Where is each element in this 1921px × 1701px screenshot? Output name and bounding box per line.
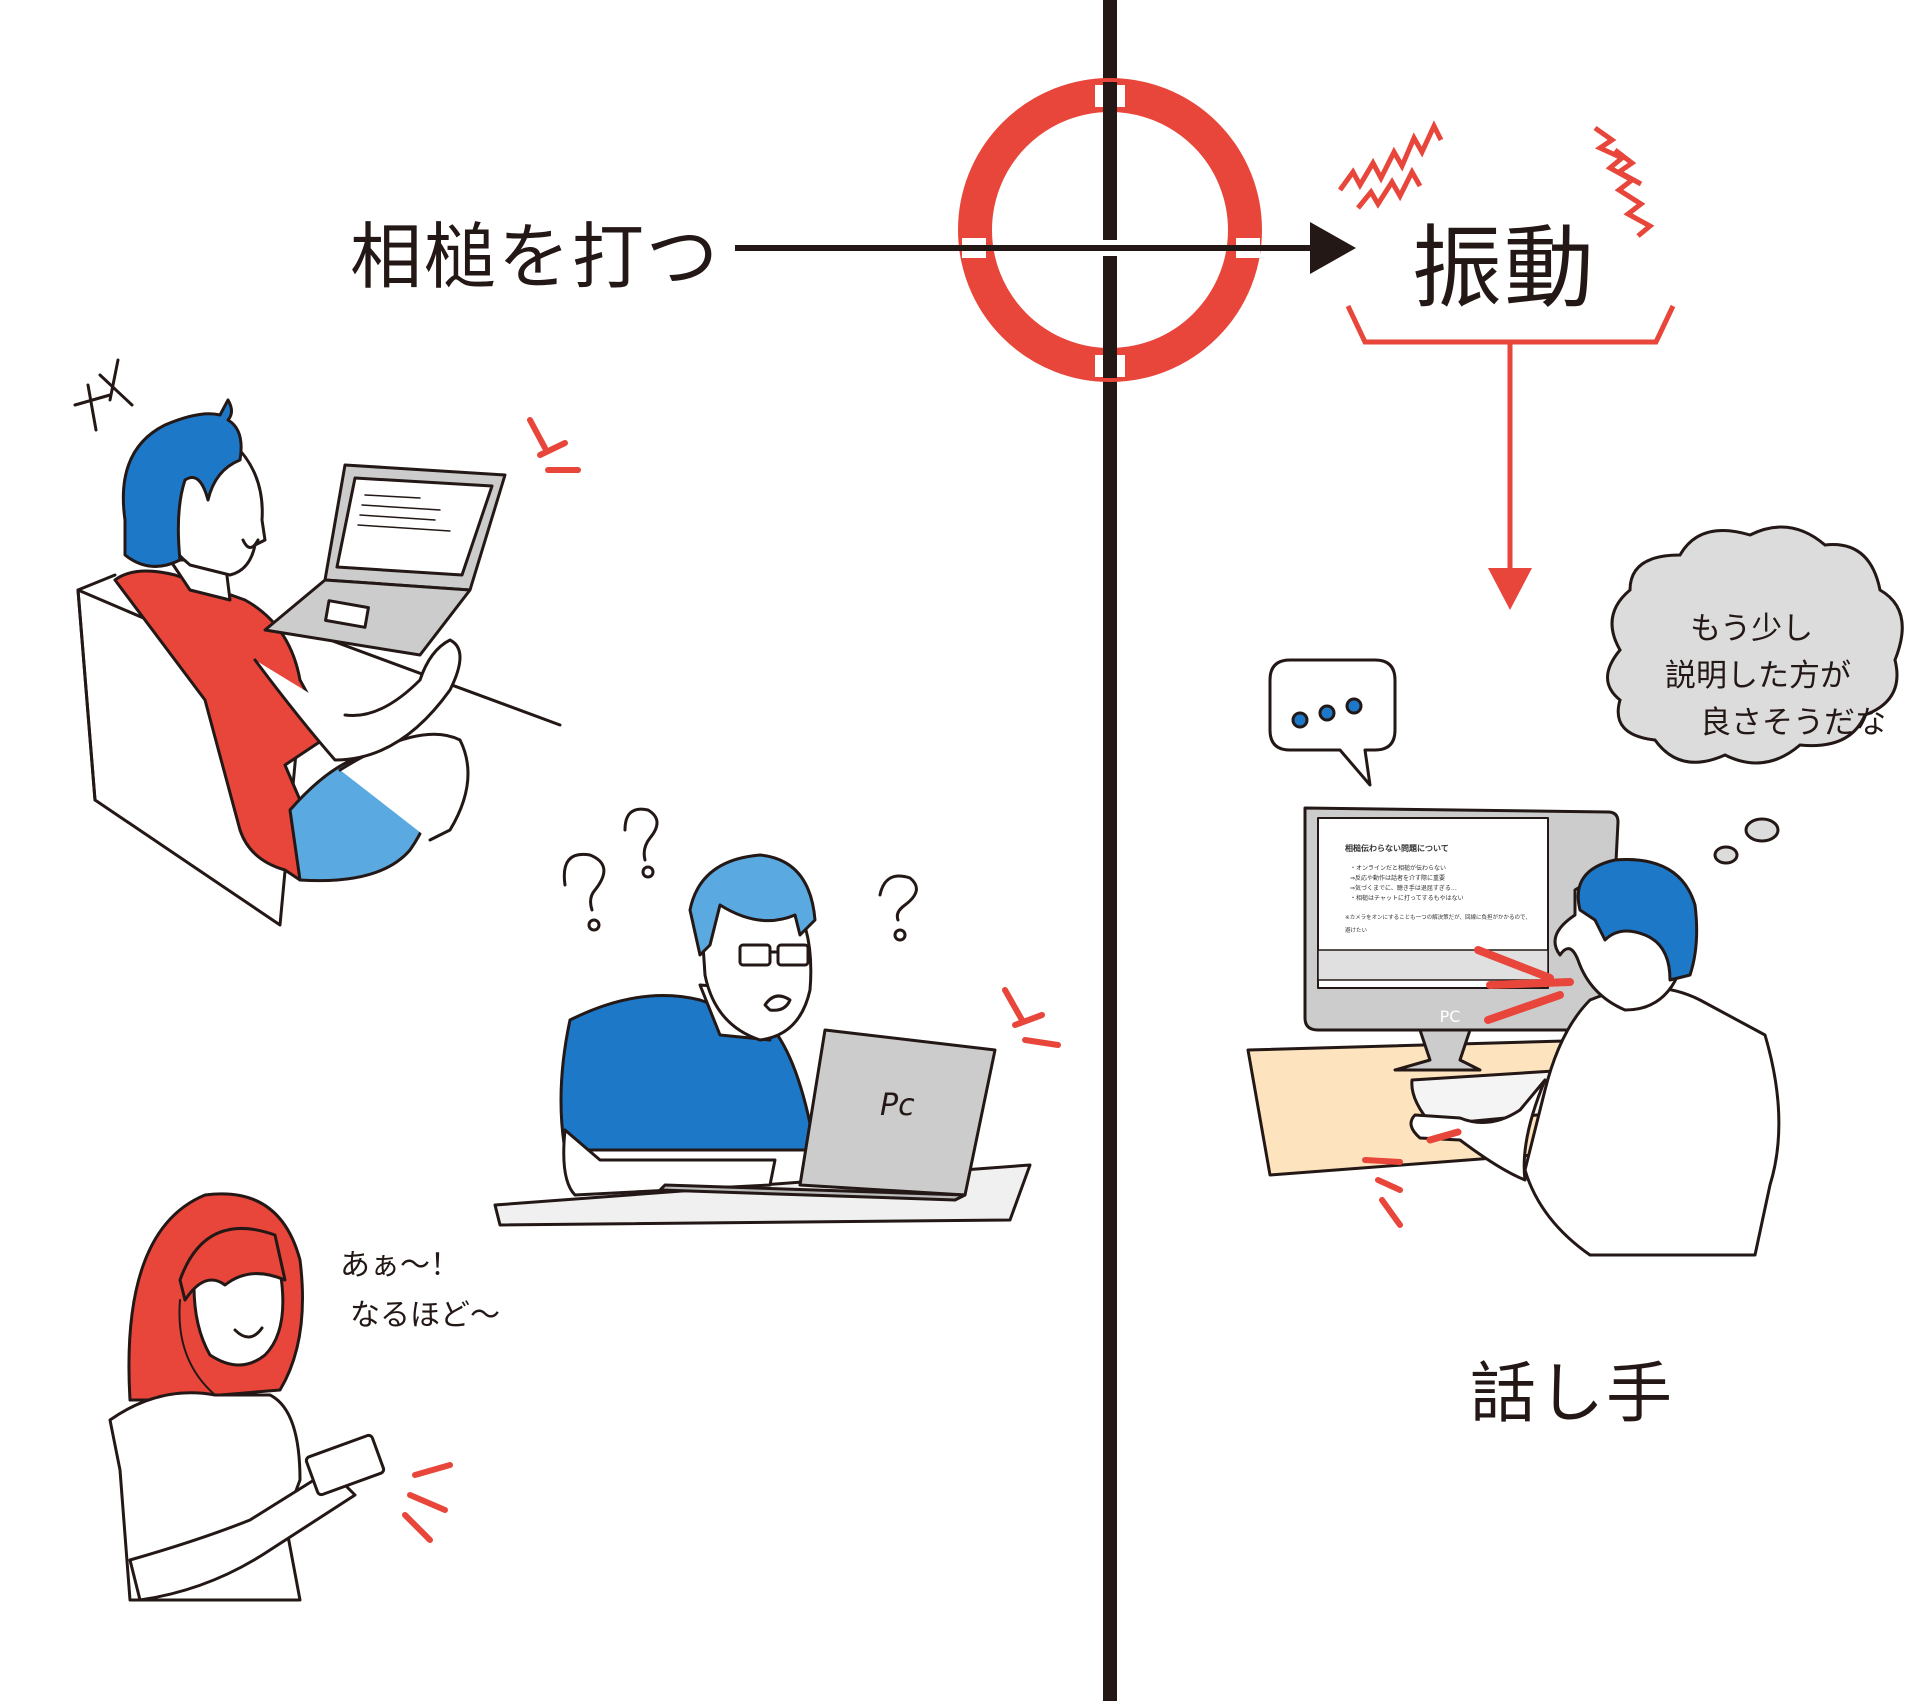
- alert-marks-2: [1002, 987, 1061, 1048]
- screen-line-4: ・相槌はチャットに打ってするもやはない: [1350, 895, 1464, 902]
- thought-bubble-dots: [1713, 817, 1780, 865]
- thought-cloud: [1606, 525, 1904, 765]
- speaker-label: 話し手: [1470, 1355, 1674, 1432]
- listener-speech-line-1: あぁ〜！: [340, 1248, 460, 1283]
- thought-line-1: もう少し: [1690, 611, 1814, 647]
- thought-line-2: 説明した方が: [1665, 658, 1851, 694]
- screen-line-2: ⇒反応や動作は話者を介す際に重要: [1350, 875, 1446, 882]
- listener-woman-laptop: [73, 358, 562, 927]
- listener-woman-phone: [108, 1192, 386, 1602]
- screen-heading: 相槌伝わらない問題について: [1345, 844, 1449, 853]
- alert-marks-4: [1362, 1157, 1403, 1228]
- vibration-bracket: [1345, 304, 1676, 570]
- screen-line-1: ・オンラインだと相槌が伝わらない: [1350, 865, 1447, 872]
- alert-marks-3: [402, 1462, 453, 1543]
- alert-marks-1: [527, 417, 581, 473]
- vibration-zigzag-left: [1337, 120, 1444, 210]
- screen-line-3: ⇒気づくまでに、聴き手は退屈すぎる…: [1350, 885, 1457, 892]
- screen-line-5: ※カメラをオンにすることも一つの解決策だが、回線に負担がかかるので、避けたい: [1345, 915, 1531, 934]
- speaker-illustration: [1246, 658, 1781, 1257]
- vibration-label: 振動: [1412, 216, 1596, 321]
- svg-text:Pc: Pc: [880, 1088, 915, 1123]
- action-to-vibration-arrow: [735, 222, 1356, 274]
- vibration-zigzag-right: [1593, 125, 1655, 238]
- listener-speech-line-2: なるほど〜: [350, 1298, 500, 1333]
- down-arrow-head: [1488, 568, 1532, 610]
- action-label: 相槌を打つ: [350, 215, 721, 299]
- listener-confused-man: Pc: [493, 807, 1032, 1227]
- thought-line-3: 良さそうだな: [1700, 705, 1886, 741]
- pc-logo: PC: [1440, 1007, 1461, 1026]
